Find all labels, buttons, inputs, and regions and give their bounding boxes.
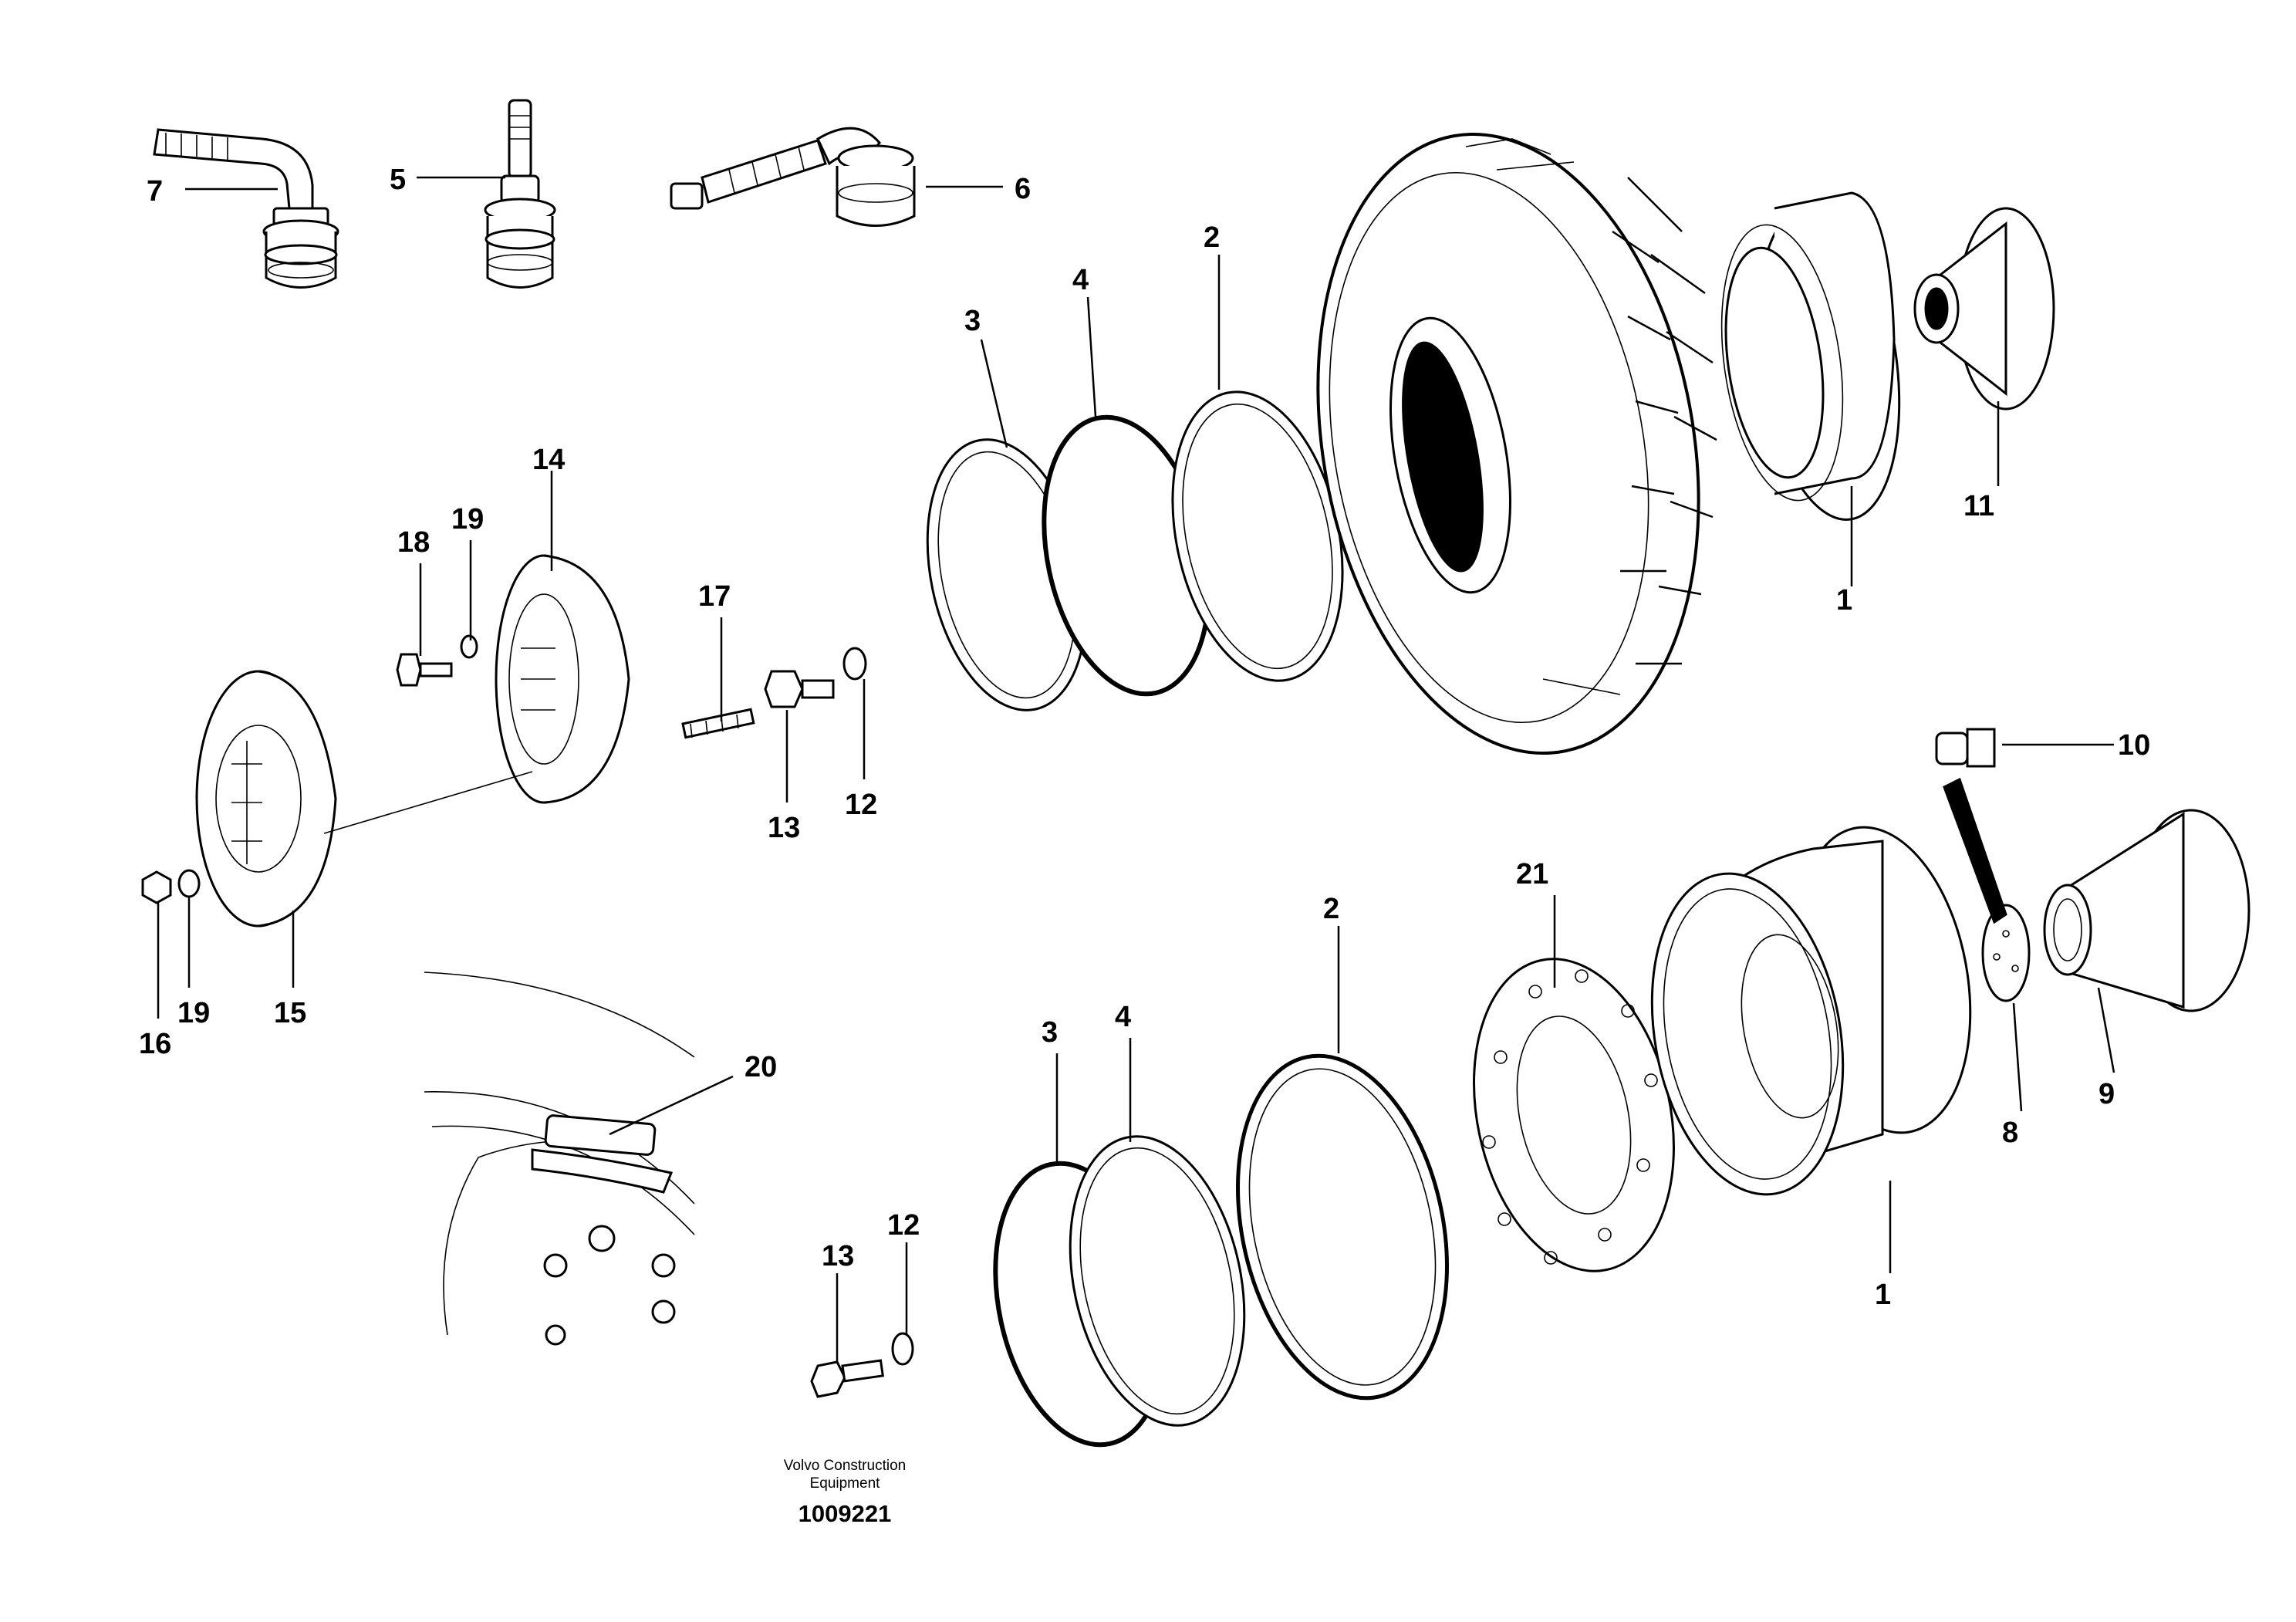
nipple-10 [1935, 728, 1996, 768]
ring-4-bottom [1069, 1135, 1246, 1427]
callout-labels: 7 5 6 3 4 2 11 1 14 18 19 17 13 12 10 16… [139, 164, 2150, 1311]
valve-5-straight [484, 99, 556, 289]
callout-19-top: 19 [451, 503, 484, 536]
callout-16: 16 [139, 1028, 171, 1060]
cover-8 [1981, 904, 2031, 1002]
callout-13-bottom: 13 [822, 1240, 854, 1272]
callout-2-top: 2 [1204, 221, 1220, 254]
callout-8: 8 [2002, 1117, 2018, 1149]
callout-1-top: 1 [1836, 584, 1852, 617]
callout-4-top: 4 [1072, 264, 1089, 296]
hub-11-top [1913, 207, 2055, 411]
rim-1-top [1720, 191, 1901, 521]
callout-14: 14 [532, 444, 565, 476]
bolt-18 [396, 653, 453, 687]
callout-19-bottom: 19 [177, 997, 210, 1029]
washer-12-bottom [891, 1332, 914, 1366]
callout-7: 7 [147, 175, 163, 208]
washer-19-bottom [177, 869, 201, 898]
callout-6: 6 [1015, 173, 1031, 205]
callout-15: 15 [274, 997, 306, 1029]
washer-19-top [460, 634, 478, 659]
callout-11: 11 [1963, 490, 1994, 522]
callout-12-bottom: 12 [887, 1209, 920, 1242]
hub-9-bottom [2043, 809, 2250, 1012]
footer-brand-line1: Volvo Construction [784, 1458, 906, 1474]
callout-9: 9 [2098, 1078, 2115, 1110]
stud-17 [681, 708, 755, 739]
detail-20 [424, 972, 695, 1346]
drawing-footer: Volvo Construction Equipment 1009221 [784, 1458, 906, 1527]
bolt-13-bottom [810, 1359, 884, 1398]
callout-21: 21 [1516, 858, 1548, 890]
weight-14 [495, 554, 630, 804]
callout-5: 5 [390, 164, 406, 196]
assembly-line [323, 771, 533, 834]
rim-1-bottom [1650, 826, 1972, 1196]
leader-lines [157, 176, 2115, 1362]
tyre [1316, 132, 1717, 755]
weight-15 [195, 670, 337, 928]
callout-17: 17 [698, 580, 731, 613]
callout-10: 10 [2118, 729, 2150, 762]
ring-2-bottom [1236, 1053, 1449, 1401]
callout-12-top: 12 [845, 789, 877, 821]
valve-6-angled [670, 127, 916, 227]
callout-13-top: 13 [768, 812, 800, 844]
callout-18: 18 [397, 526, 430, 559]
callout-3-bottom: 3 [1042, 1016, 1058, 1049]
callout-2-bottom: 2 [1323, 893, 1339, 925]
ring-2-top [1171, 390, 1344, 682]
footer-brand-line2: Equipment [810, 1475, 881, 1492]
callout-3-top: 3 [964, 305, 981, 337]
bolt-13-top [764, 670, 835, 708]
valve-7-angled [153, 128, 339, 289]
callout-1-bottom: 1 [1875, 1279, 1891, 1311]
drawing-number: 1009221 [799, 1500, 892, 1527]
arrow-10-to-8 [1943, 777, 2007, 924]
callout-20: 20 [745, 1051, 777, 1083]
callout-4-bottom: 4 [1115, 1001, 1131, 1033]
nut-16 [141, 870, 172, 904]
washer-12-top [842, 647, 867, 681]
